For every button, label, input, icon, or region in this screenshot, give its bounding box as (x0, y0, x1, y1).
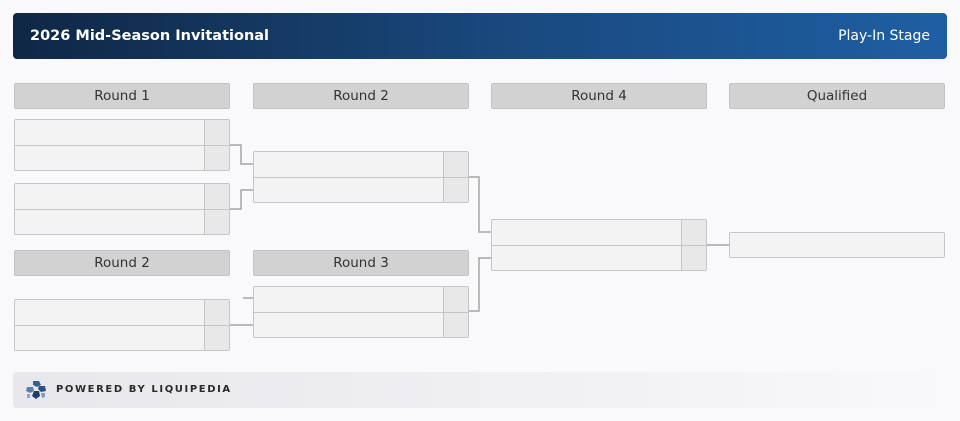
round-header-upper-round-1: Round 1 (14, 83, 230, 109)
connector-r1a-r2 (230, 144, 253, 165)
team-name (254, 152, 444, 177)
team-score (204, 120, 229, 145)
match-upper-round-1-a[interactable] (14, 119, 230, 171)
match-slot[interactable] (254, 177, 468, 202)
team-score (204, 184, 229, 209)
round-header-upper-round-2: Round 2 (253, 83, 469, 109)
team-name (492, 220, 682, 245)
match-slot[interactable] (492, 220, 706, 245)
team-score (204, 210, 229, 234)
match-slot[interactable] (254, 312, 468, 337)
match-upper-round-1-b[interactable] (14, 183, 230, 235)
match-slot[interactable] (15, 120, 229, 145)
powered-by-footer[interactable]: POWERED BY LIQUIPEDIA (13, 372, 947, 408)
team-name (15, 120, 205, 145)
match-upper-round-2[interactable] (253, 151, 469, 203)
team-name (254, 313, 444, 337)
round-header-lower-round-2: Round 2 (14, 250, 230, 276)
connector-lr3-r4 (468, 257, 491, 312)
team-name (254, 287, 444, 312)
team-name (15, 210, 205, 234)
connector-r1b-r2 (230, 189, 253, 210)
match-slot[interactable] (254, 287, 468, 312)
connector-r2-r4 (468, 176, 491, 233)
stage-label: Play-In Stage (838, 28, 930, 44)
team-score (443, 313, 468, 337)
team-score (204, 326, 229, 350)
match-slot[interactable] (254, 152, 468, 177)
team-score (443, 152, 468, 177)
tournament-title[interactable]: 2026 Mid-Season Invitational (30, 28, 270, 44)
team-score (204, 146, 229, 170)
liquipedia-logo-icon (26, 381, 46, 399)
team-score (681, 220, 706, 245)
team-name (15, 146, 205, 170)
match-slot[interactable] (15, 300, 229, 325)
match-slot[interactable] (15, 325, 229, 350)
team-name (15, 300, 205, 325)
team-score (204, 300, 229, 325)
team-name (254, 178, 444, 202)
match-slot[interactable] (15, 145, 229, 170)
team-name (15, 184, 205, 209)
bracket-header: 2026 Mid-Season Invitational Play-In Sta… (13, 13, 947, 59)
team-score (443, 178, 468, 202)
match-round-4[interactable] (491, 219, 707, 271)
match-slot[interactable] (15, 209, 229, 234)
team-name (15, 326, 205, 350)
match-slot[interactable] (15, 184, 229, 209)
match-slot[interactable] (492, 245, 706, 270)
round-header-lower-round-3: Round 3 (253, 250, 469, 276)
round-header-round-4: Round 4 (491, 83, 707, 109)
team-score (443, 287, 468, 312)
powered-by-text[interactable]: POWERED BY LIQUIPEDIA (56, 384, 232, 395)
match-lower-round-2[interactable] (14, 299, 230, 351)
team-score (681, 246, 706, 270)
match-lower-round-3[interactable] (253, 286, 469, 338)
round-header-qualified: Qualified (729, 83, 945, 109)
team-name (492, 246, 682, 270)
qualified-team-slot[interactable] (729, 232, 945, 258)
